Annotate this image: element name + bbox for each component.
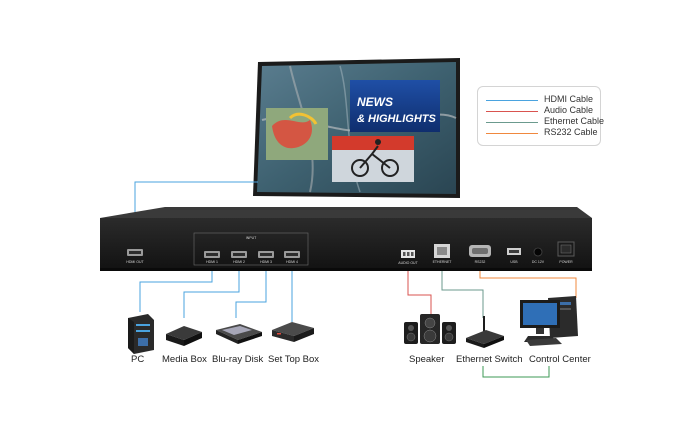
legend-label-hdmi: HDMI Cable: [544, 94, 593, 104]
ethernet-cable-swatch: [486, 122, 538, 123]
cable-legend: HDMI Cable Audio Cable Ethernet Cable RS…: [477, 86, 601, 146]
bluray-player-icon: [216, 324, 262, 344]
legend-label-ethernet: Ethernet Cable: [544, 116, 604, 126]
speaker-icon: [404, 314, 456, 344]
rs232-label: RS232: [475, 260, 486, 264]
ethernet-label: ETHERNET: [433, 260, 453, 264]
bluray-label: Blu-ray Disk: [212, 354, 263, 365]
legend-item-rs232: RS232 Cable: [486, 128, 596, 138]
set-top-box-icon: [272, 322, 314, 342]
media-box-icon: [166, 326, 202, 346]
audio-cable: [408, 267, 431, 315]
ethernet-cable: [442, 265, 483, 318]
pc-label: PC: [131, 354, 144, 365]
audio-out-label: AUDIO OUT: [398, 261, 418, 265]
hdmi-in-3-label: HDMI 3: [260, 260, 272, 264]
dc-port: [534, 248, 542, 256]
pc-tower-icon: [128, 314, 154, 354]
dc-label: DC 12V: [532, 260, 545, 264]
device-input-label: INPUT: [246, 236, 257, 240]
hdmi-cable-swatch: [486, 100, 538, 101]
switch-to-control-cable: [483, 366, 549, 377]
hdmi-in-1-label: HDMI 1: [206, 260, 218, 264]
screen-headline-1: NEWS: [357, 95, 393, 109]
set-top-box-label: Set Top Box: [268, 354, 319, 365]
ethernet-switch-icon: [466, 316, 504, 348]
hdmi-in-4-label: HDMI 4: [286, 260, 298, 264]
legend-label-rs232: RS232 Cable: [544, 127, 598, 137]
legend-item-hdmi: HDMI Cable: [486, 95, 596, 105]
hdmi-3-cable: [236, 265, 266, 318]
display-screen: [253, 58, 460, 198]
hdmi-out-label: HDMI OUT: [126, 260, 144, 264]
legend-label-audio: Audio Cable: [544, 105, 593, 115]
rs232-cable-swatch: [486, 133, 538, 134]
hdmi-in-2-label: HDMI 2: [233, 260, 245, 264]
control-center-icon: [520, 296, 578, 346]
control-center-label: Control Center: [529, 354, 591, 365]
screen-headline-2: & HIGHLIGHTS: [357, 113, 436, 125]
legend-item-ethernet: Ethernet Cable: [486, 117, 596, 127]
media-box-label: Media Box: [162, 354, 207, 365]
ethernet-switch-label: Ethernet Switch: [456, 354, 523, 365]
speaker-label: Speaker: [409, 354, 444, 365]
legend-item-audio: Audio Cable: [486, 106, 596, 116]
audio-cable-swatch: [486, 111, 538, 112]
usb-label: USB: [510, 260, 518, 264]
hdmi-1-cable: [140, 265, 212, 312]
power-label: POWER: [559, 260, 573, 264]
matrix-device: [100, 207, 592, 271]
